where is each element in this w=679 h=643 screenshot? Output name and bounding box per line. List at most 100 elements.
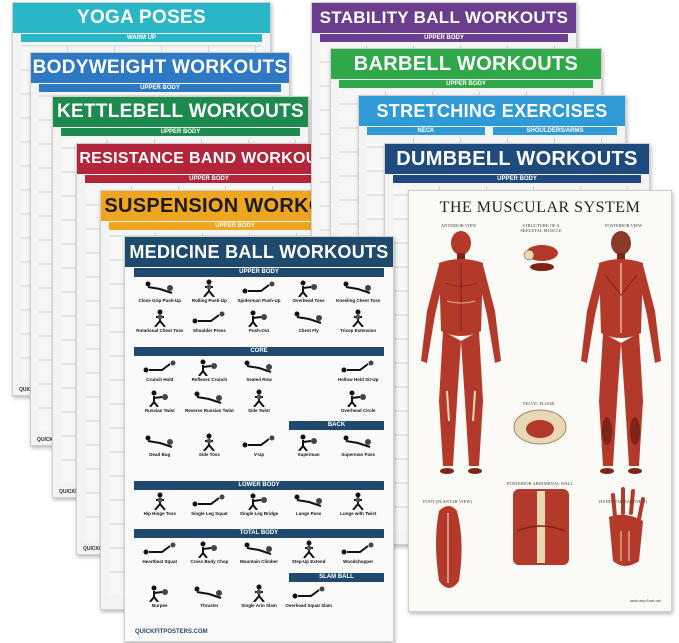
exercise-item: Seated Row xyxy=(234,358,284,382)
foot-label: FOOT (PLANTAR VIEW) xyxy=(423,499,472,504)
hand-figure xyxy=(609,487,645,566)
exercise-figure-icon xyxy=(239,279,279,297)
posterior-body-figure xyxy=(581,231,661,474)
barbell-title: BARBELL WORKOUTS xyxy=(331,49,601,79)
resistance-band-subheading: UPPER BODY xyxy=(85,175,333,183)
exercise-label: Mountain Climber xyxy=(239,559,278,564)
medicine-ball-back-heading: BACK xyxy=(289,421,384,430)
exercise-figure-icon xyxy=(289,492,329,510)
medicine-ball-row: Rotational Chest Toss Shoulder Press Push-… xyxy=(135,309,383,333)
exercise-label: Dead Bug xyxy=(149,452,171,457)
abdominal-wall-label: POSTERIOR ABDOMINAL WALL xyxy=(507,481,574,486)
exercise-item: Overhead Toss xyxy=(284,279,334,303)
yoga-subheading: WARM UP xyxy=(21,34,262,42)
exercise-item: Overhead Squat Slam xyxy=(284,584,334,608)
kettlebell-subheading: UPPER BODY xyxy=(61,128,300,136)
exercise-label: Tricep Extension xyxy=(340,328,377,333)
exercise-label: Side Twist xyxy=(248,408,270,413)
exercise-item: Crunch Hold xyxy=(135,358,185,382)
exercise-item: Spiderman Push-Up xyxy=(234,279,284,303)
exercise-figure-icon xyxy=(140,540,180,558)
exercise-figure-icon xyxy=(239,309,279,328)
exercise-label: Hip Hinge Toss xyxy=(143,511,176,516)
exercise-label: Shoulder Press xyxy=(192,328,226,333)
exercise-figure-icon xyxy=(289,540,329,559)
exercise-figure-icon xyxy=(338,309,378,328)
medicine-ball-slam-heading: SLAM BALL xyxy=(289,573,384,582)
stretching-title: STRETCHING EXERCISES xyxy=(359,96,625,126)
stability-ball-title: STABILITY BALL WORKOUTS xyxy=(312,3,576,33)
medicine-ball-core-heading: CORE xyxy=(134,347,384,356)
exercise-item: Rolling Push-Up xyxy=(185,279,235,303)
exercise-label: Superman xyxy=(297,452,320,457)
exercise-figure-icon xyxy=(140,492,180,511)
exercise-item: Woodchopper xyxy=(333,540,383,564)
exercise-item: Push-Out xyxy=(234,309,284,333)
exercise-label: Russian Twist xyxy=(144,408,175,413)
dumbbell-title: DUMBBELL WORKOUTS xyxy=(385,144,649,174)
exercise-item: Close Grip Push-Up xyxy=(135,279,185,303)
exercise-label: Side Toss xyxy=(198,452,220,457)
stability-ball-subheading: UPPER BODY xyxy=(320,34,568,42)
exercise-item: Tricep Extension xyxy=(333,309,383,333)
medicine-ball-title: MEDICINE BALL WORKOUTS xyxy=(125,237,393,267)
exercise-label: Close Grip Push-Up xyxy=(138,298,182,303)
exercise-label: Push-Out xyxy=(248,328,270,333)
foot-figure xyxy=(436,506,462,588)
abdominal-wall-figure xyxy=(513,489,569,565)
medicine-ball-upper-heading: UPPER BODY xyxy=(134,268,384,277)
exercise-item: Lunge Pass xyxy=(284,492,334,516)
exercise-figure-icon xyxy=(140,433,180,451)
exercise-label: Reflexes Crunch xyxy=(191,377,228,382)
exercise-figure-icon xyxy=(289,309,329,327)
medicine-ball-row: Crunch Hold Reflexes Crunch Seated Row Holl… xyxy=(135,358,383,382)
resistance-band-title: RESISTANCE BAND WORKOUTS xyxy=(77,144,341,174)
exercise-figure-icon xyxy=(338,540,378,558)
exercise-label: Seated Row xyxy=(246,377,272,382)
exercise-figure-icon xyxy=(289,433,329,452)
stretching-subheading-shoulders: SHOULDERS/ARMS xyxy=(493,127,617,135)
exercise-item: Burpee xyxy=(135,584,185,608)
exercise-figure-icon xyxy=(338,492,378,511)
exercise-label: Burpee xyxy=(152,603,168,608)
exercise-label: Thruster xyxy=(200,603,219,608)
exercise-item: Side Twist xyxy=(234,389,284,413)
exercise-item: Reflexes Crunch xyxy=(185,358,235,382)
bodyweight-title: BODYWEIGHT WORKOUTS xyxy=(31,53,289,83)
exercise-figure-icon xyxy=(140,358,180,376)
hand-label: HAND (PALMAR VIEW) xyxy=(599,499,648,504)
kettlebell-title: KETTLEBELL WORKOUTS xyxy=(53,97,308,127)
pelvic-floor-figure xyxy=(513,409,567,445)
exercise-figure-icon xyxy=(239,389,279,408)
medicine-ball-footer: QUICKFITPOSTERS.COM xyxy=(135,629,208,635)
exercise-figure-icon xyxy=(140,309,180,328)
exercise-item: Superman xyxy=(284,433,334,457)
exercise-label: Single Leg Bridge xyxy=(239,511,279,516)
exercise-figure-icon xyxy=(140,584,180,603)
exercise-label: Superman Pass xyxy=(341,452,376,457)
exercise-label: Rotational Chest Toss xyxy=(136,328,184,333)
exercise-figure-icon xyxy=(189,279,229,298)
exercise-figure-icon xyxy=(189,389,229,407)
exercise-label: Crunch Hold xyxy=(146,377,174,382)
barbell-subheading: UPPER BODY xyxy=(339,80,593,88)
exercise-item: V-Up xyxy=(234,433,284,457)
exercise-item: Kneeling Chest Toss xyxy=(333,279,383,303)
exercise-figure-icon xyxy=(338,433,378,451)
exercise-figure-icon xyxy=(189,540,229,559)
muscle-illustration xyxy=(421,231,661,588)
exercise-label: Overhead Toss xyxy=(292,298,325,303)
exercise-figure-icon xyxy=(189,492,229,510)
anterior-view-label: ANTERIOR VIEW xyxy=(441,223,477,228)
exercise-label: Cross Body Chop xyxy=(190,559,229,564)
exercise-figure-icon xyxy=(189,309,229,327)
yoga-title: YOGA POSES xyxy=(13,3,270,33)
bodyweight-subheading: UPPER BODY xyxy=(39,84,281,92)
exercise-item: Cross Body Chop xyxy=(185,540,235,564)
exercise-item: Lunge with Twist xyxy=(333,492,383,516)
exercise-item: Hollow Hold Sit-Up xyxy=(333,358,383,382)
